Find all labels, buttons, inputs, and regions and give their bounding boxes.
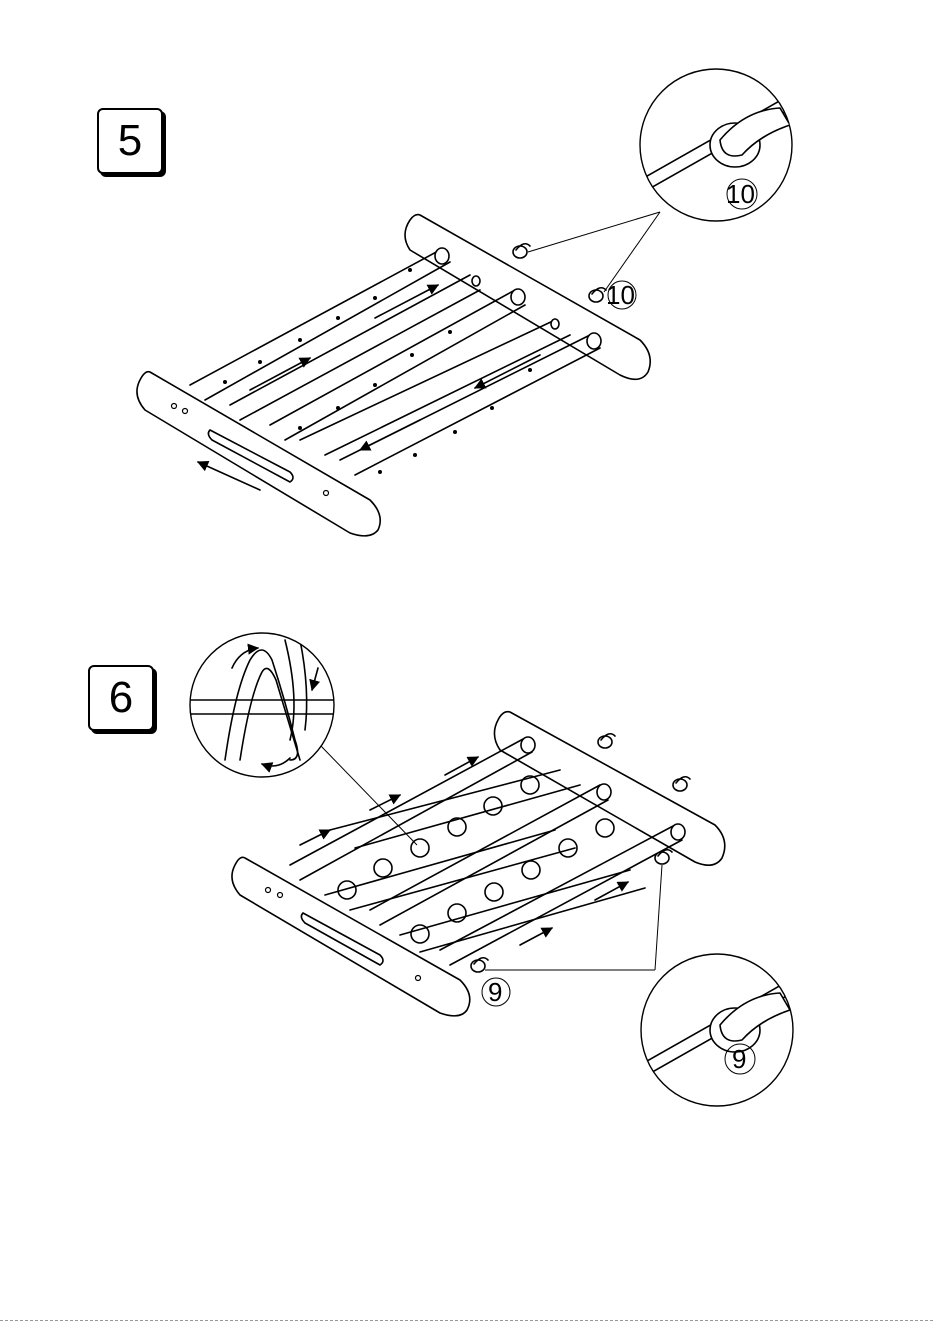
- rung-end: [435, 248, 449, 264]
- rope-loops: [338, 776, 614, 943]
- step-6-knot-detail: 9: [640, 954, 793, 1106]
- rung: [205, 262, 450, 400]
- rung-end: [587, 333, 601, 349]
- rung: [230, 275, 470, 405]
- step-6-weave-detail: [185, 633, 340, 777]
- rung: [240, 290, 480, 420]
- front-side-board: [137, 372, 380, 536]
- part-label-10: 10: [726, 179, 755, 209]
- rung: [190, 250, 440, 385]
- rung-end: [472, 276, 480, 286]
- step-5-knot-detail: 10: [640, 69, 792, 221]
- rung: [270, 290, 515, 425]
- rope-knot: [513, 244, 530, 258]
- direction-arrow: [375, 285, 438, 318]
- rung: [285, 305, 525, 440]
- page-bottom-edge: [0, 1320, 933, 1321]
- rung: [355, 348, 600, 475]
- step-5-ladder-frame: 10: [137, 212, 660, 536]
- part-label-9: 9: [732, 1044, 746, 1074]
- rope-knot: [589, 288, 606, 302]
- detail-leader-line: [528, 212, 660, 252]
- part-label-9: 9: [488, 977, 502, 1007]
- rung-end: [511, 289, 525, 305]
- rung: [325, 335, 570, 455]
- rung-end: [551, 319, 559, 329]
